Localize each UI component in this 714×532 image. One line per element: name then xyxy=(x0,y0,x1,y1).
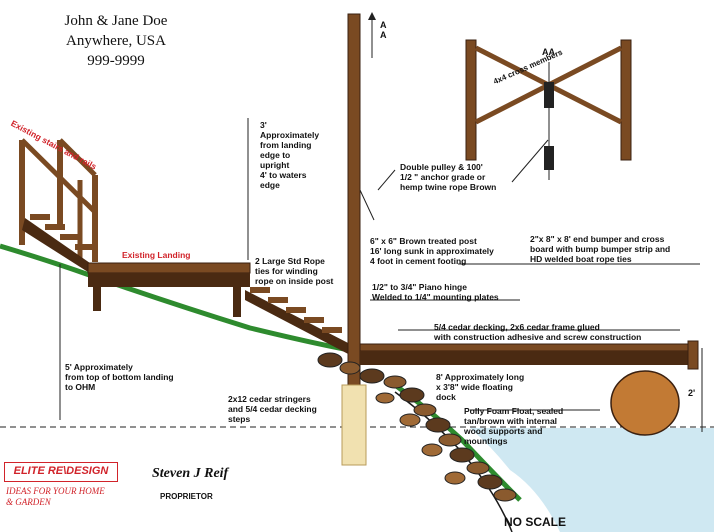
stringers-label: 2x12 cedar stringers and 5/4 cedar decki… xyxy=(228,394,317,424)
landing-label: Existing Landing xyxy=(122,250,191,260)
rock-riprap xyxy=(317,352,517,502)
dock-label: 8' Approximately long x 3'8" wide floati… xyxy=(436,372,525,402)
owner-phone: 999-9999 xyxy=(87,53,145,69)
new-stairs xyxy=(245,287,352,356)
water xyxy=(470,428,714,532)
decking-label: 5/4 cedar decking, 2x6 cedar frame glued… xyxy=(434,322,642,342)
distance-upright-label: 3' Approximately from landing edge to up… xyxy=(260,120,320,190)
existing-landing xyxy=(87,262,251,317)
floating-dock xyxy=(359,340,699,370)
bumper-label: 2"x 8" x 8' end bumper and cross board w… xyxy=(530,234,671,264)
company-tagline: IDEAS FOR YOUR HOME & GARDEN xyxy=(6,486,105,507)
landing-height-label: 5' Approximately from top of bottom land… xyxy=(65,362,174,392)
owner-name: John & Jane Doe xyxy=(64,13,168,29)
detail-title: AA xyxy=(542,47,555,57)
foam-float xyxy=(610,370,680,436)
post-label: 6" x 6" Brown treated post 16' long sunk… xyxy=(370,236,494,266)
signature: Steven J Reif xyxy=(152,466,229,481)
float-label: Polly Foam Float, sealed tan/brown with … xyxy=(464,406,564,446)
owner-location: Anywhere, USA xyxy=(66,33,166,49)
cement-footing xyxy=(341,384,367,466)
rope-ties-label: 2 Large Std Rope ties for winding rope o… xyxy=(255,256,334,286)
proprietor-title: PROPRIETOR xyxy=(160,492,213,501)
pulley-label: Double pulley & 100' 1/2 " anchor grade … xyxy=(400,162,497,192)
hinge-label: 1/2" to 3/4" Piano hinge Welded to 1/4" … xyxy=(372,282,499,302)
leader-lines xyxy=(59,118,700,420)
no-scale-label: NO SCALE xyxy=(504,515,567,529)
float-height-label: 2' xyxy=(688,388,696,398)
company-logo: ELITE RE\DESIGN xyxy=(4,462,118,482)
company-name: ELITE RE\DESIGN xyxy=(13,465,109,477)
section-marker-arrow xyxy=(368,12,376,20)
grass-line xyxy=(0,243,361,355)
aa-detail xyxy=(465,39,632,180)
existing-stairs xyxy=(19,138,100,272)
ground-fill xyxy=(0,248,540,532)
section-marker-label: A A xyxy=(380,20,387,40)
